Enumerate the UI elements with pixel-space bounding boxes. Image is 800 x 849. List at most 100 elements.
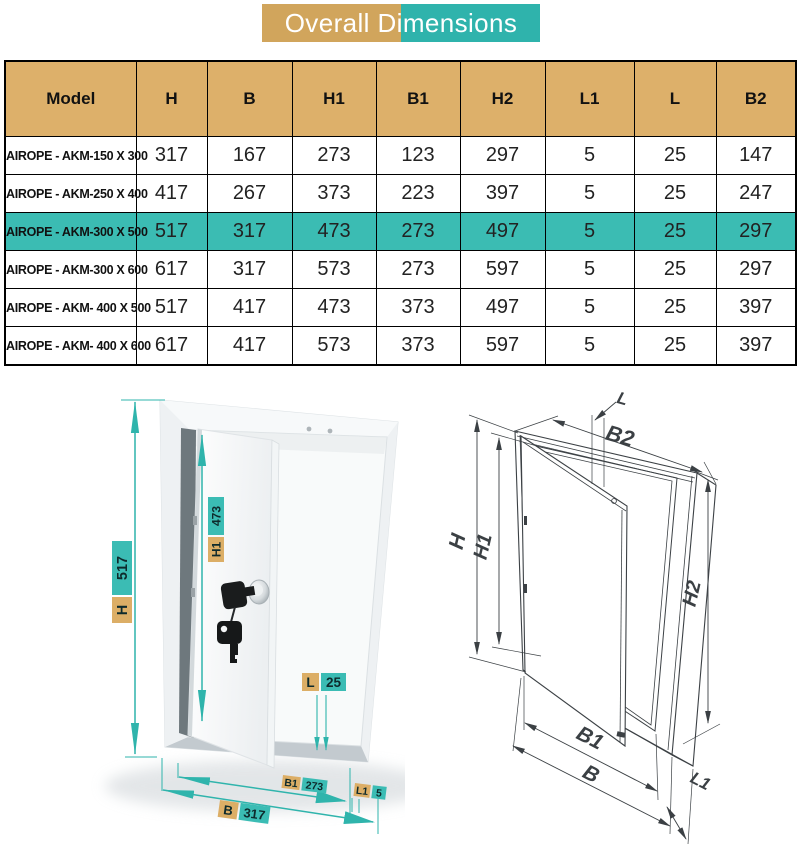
cad-label-H1: H1 [470, 532, 497, 562]
value-cell: 297 [715, 212, 797, 251]
value-cell: 223 [375, 174, 461, 213]
cad-label-H: H [445, 531, 471, 552]
column-header-b2: B2 [715, 60, 797, 137]
value-cell: 5 [544, 288, 635, 327]
value-cell: 497 [459, 288, 546, 327]
value-cell: 617 [135, 250, 208, 289]
dim-label-H: H 517 [112, 541, 132, 623]
cad-dim-B [512, 745, 671, 827]
svg-text:473: 473 [210, 506, 224, 526]
value-cell: 297 [715, 250, 797, 289]
svg-text:317: 317 [243, 805, 267, 823]
column-header-l: L [633, 60, 717, 137]
model-cell: AIROPE - AKM- 400 X 600 [4, 326, 151, 366]
value-cell: 147 [715, 136, 797, 175]
column-header-b1: B1 [375, 60, 461, 137]
value-cell: 517 [135, 212, 208, 251]
title-teal-half [401, 4, 540, 42]
value-cell: 597 [459, 250, 546, 289]
access-panel-photo-drawing: H 517 H1 473 L 25 B1 273 L1 5 B 317 [105, 399, 405, 834]
dim-label-B1: B1 273 [281, 775, 328, 793]
value-cell: 417 [206, 288, 293, 327]
value-cell: 247 [715, 174, 797, 213]
dim-line-B [162, 789, 375, 824]
value-cell: 517 [135, 288, 208, 327]
value-cell: 267 [206, 174, 293, 213]
title-banner: Overall Dimensions [262, 4, 540, 42]
cad-dim-B2 [552, 419, 703, 473]
dimension-lines [121, 399, 379, 834]
column-header-h: H [135, 60, 208, 137]
svg-text:H1: H1 [210, 542, 224, 558]
value-cell: 497 [459, 212, 546, 251]
svg-text:B: B [222, 802, 233, 818]
access-panel-cad-drawing: H H1 H2 B2 L B1 B L1 [445, 388, 721, 845]
value-cell: 5 [544, 212, 635, 251]
column-header-h1: H1 [291, 60, 377, 137]
cad-label-B: B [579, 761, 603, 788]
value-cell: 317 [206, 212, 293, 251]
value-cell: 473 [291, 288, 377, 327]
value-cell: 25 [633, 136, 717, 175]
value-cell: 5 [544, 326, 635, 366]
page-title: Overall Dimensions [284, 7, 518, 38]
value-cell: 617 [135, 326, 208, 366]
model-cell: AIROPE - AKM-300 X 600 [4, 250, 148, 289]
dim-label-B: B 317 [217, 800, 271, 824]
title-gold-half [262, 4, 401, 42]
latch-top [611, 498, 617, 504]
value-cell: 373 [291, 174, 377, 213]
value-cell: 373 [375, 326, 461, 366]
column-header-l1: L1 [544, 60, 635, 137]
value-cell: 273 [291, 136, 377, 175]
value-cell: 25 [633, 174, 717, 213]
svg-text:25: 25 [326, 675, 342, 690]
model-cell: AIROPE - AKM-300 X 500 [4, 212, 148, 251]
value-cell: 5 [544, 174, 635, 213]
cad-label-H2: H2 [679, 579, 706, 609]
value-cell: 417 [135, 174, 208, 213]
value-cell: 573 [291, 250, 377, 289]
model-cell: AIROPE - AKM- 400 X 500 [4, 288, 151, 327]
lock-and-key [217, 579, 270, 663]
value-cell: 597 [459, 326, 546, 366]
value-cell: 167 [206, 136, 293, 175]
value-cell: 397 [459, 174, 546, 213]
value-cell: 273 [375, 250, 461, 289]
value-cell: 25 [633, 212, 717, 251]
cad-dimension-lines [468, 401, 721, 845]
value-cell: 397 [715, 288, 797, 327]
dim-label-H1: H1 473 [208, 497, 224, 562]
key-ring [230, 606, 236, 623]
value-cell: 5 [544, 136, 635, 175]
value-cell: 273 [375, 212, 461, 251]
svg-text:273: 273 [305, 779, 324, 793]
svg-text:517: 517 [115, 556, 131, 580]
cad-door [520, 434, 628, 748]
cad-dim-L-leader [594, 401, 617, 421]
column-header-model: Model [4, 60, 137, 137]
dim-label-L: L 25 [302, 673, 346, 691]
value-cell: 417 [206, 326, 293, 366]
model-cell: AIROPE - AKM-150 X 300 [4, 136, 148, 175]
cad-dim-L1 [666, 806, 687, 840]
svg-text:B1: B1 [284, 777, 299, 791]
value-cell: 373 [375, 288, 461, 327]
value-cell: 123 [375, 136, 461, 175]
cad-label-L: L [615, 388, 630, 409]
value-cell: 25 [633, 288, 717, 327]
value-cell: 297 [459, 136, 546, 175]
dim-label-L1: L1 5 [353, 783, 387, 800]
column-header-b: B [206, 60, 293, 137]
svg-text:L1: L1 [355, 785, 369, 798]
value-cell: 5 [544, 250, 635, 289]
